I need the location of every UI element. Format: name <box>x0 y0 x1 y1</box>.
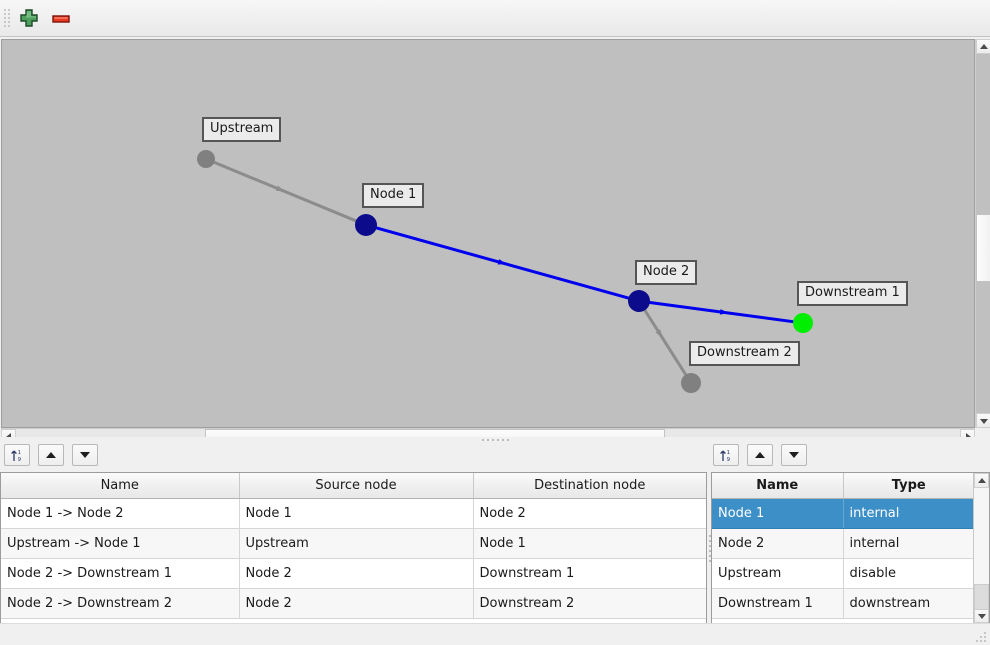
nodes-move-up-button[interactable] <box>747 444 773 466</box>
cell-type[interactable]: disable <box>843 558 974 589</box>
graph-vertical-scroll-track[interactable] <box>976 54 990 413</box>
graph-node-label-downstream1[interactable]: Downstream 1 <box>797 281 908 306</box>
column-header-destination-node[interactable]: Destination node <box>473 473 706 499</box>
cell-destination[interactable]: Downstream 2 <box>473 588 706 619</box>
svg-text:9: 9 <box>18 457 22 463</box>
cell-source[interactable]: Node 2 <box>239 588 474 619</box>
column-header-type[interactable]: Type <box>843 473 974 499</box>
sort-ascending-icon: 1 9 <box>720 450 731 463</box>
cell-destination[interactable]: Node 1 <box>473 528 706 559</box>
cell-type[interactable]: internal <box>843 528 974 559</box>
status-bar <box>0 623 990 645</box>
cell-destination[interactable]: Downstream 1 <box>473 558 706 589</box>
add-button[interactable] <box>16 6 42 32</box>
cell-name[interactable]: Node 2 -> Downstream 1 <box>1 558 240 589</box>
red-minus-icon <box>52 15 70 23</box>
nodes-vertical-scroll-track[interactable] <box>974 488 989 610</box>
svg-text:9: 9 <box>727 457 731 463</box>
graph-drawing <box>197 150 813 393</box>
cell-name[interactable]: Node 1 <box>712 498 844 529</box>
nodes-vertical-scrollbar[interactable] <box>973 473 989 623</box>
graph-scroll-down-button[interactable] <box>976 413 990 428</box>
arrow-up-icon <box>46 452 56 458</box>
cell-source[interactable]: Node 1 <box>239 498 474 529</box>
cell-type[interactable]: downstream <box>843 588 974 619</box>
cell-name[interactable]: Upstream -> Node 1 <box>1 528 240 559</box>
remove-button[interactable] <box>48 6 74 32</box>
graph-scroll-up-button[interactable] <box>976 39 990 54</box>
arrow-down-icon <box>80 452 90 458</box>
horizontal-splitter[interactable] <box>0 437 990 444</box>
column-header-name[interactable]: Name <box>712 473 844 499</box>
graph-vertical-scrollbar[interactable] <box>975 39 990 428</box>
cell-name[interactable]: Node 2 -> Downstream 2 <box>1 588 240 619</box>
nodes-vertical-scroll-thumb[interactable] <box>974 584 989 610</box>
toolbar-drag-grip-icon[interactable] <box>4 9 10 29</box>
graph-node-label-node1[interactable]: Node 1 <box>362 183 425 208</box>
cell-name[interactable]: Downstream 1 <box>712 588 844 619</box>
svg-text:1: 1 <box>727 450 730 456</box>
nodes-move-down-button[interactable] <box>781 444 807 466</box>
resize-grip-icon[interactable] <box>976 632 987 643</box>
graph-node-label-node2[interactable]: Node 2 <box>635 260 698 285</box>
cell-destination[interactable]: Node 2 <box>473 498 706 529</box>
graph-node-label-downstream2[interactable]: Downstream 2 <box>689 341 800 366</box>
splitter-grip-icon <box>709 535 712 562</box>
connections-sort-button[interactable]: 1 9 <box>4 444 30 466</box>
column-header-name[interactable]: Name <box>1 473 240 499</box>
arrow-down-icon <box>789 452 799 458</box>
cell-name[interactable]: Node 2 <box>712 528 844 559</box>
connections-move-down-button[interactable] <box>72 444 98 466</box>
cell-source[interactable]: Node 2 <box>239 558 474 589</box>
column-header-source-node[interactable]: Source node <box>239 473 474 499</box>
nodes-toolbar: 1 9 <box>713 444 833 472</box>
nodes-scroll-up-button[interactable] <box>974 473 989 488</box>
svg-text:1: 1 <box>18 450 21 456</box>
cell-name[interactable]: Node 1 -> Node 2 <box>1 498 240 529</box>
cell-name[interactable]: Upstream <box>712 558 844 589</box>
connections-move-up-button[interactable] <box>38 444 64 466</box>
green-plus-icon <box>20 9 38 27</box>
graph-vertical-scroll-thumb[interactable] <box>976 214 990 282</box>
nodes-sort-button[interactable]: 1 9 <box>713 444 739 466</box>
connections-toolbar: 1 9 <box>4 444 124 472</box>
main-toolbar <box>0 0 990 37</box>
cell-type[interactable]: internal <box>843 498 974 529</box>
cell-source[interactable]: Upstream <box>239 528 474 559</box>
splitter-grip-icon <box>482 439 509 442</box>
sort-ascending-icon: 1 9 <box>11 450 22 463</box>
nodes-scroll-down-button[interactable] <box>974 608 989 623</box>
arrow-up-icon <box>755 452 765 458</box>
graph-node-label-upstream[interactable]: Upstream <box>202 117 282 142</box>
